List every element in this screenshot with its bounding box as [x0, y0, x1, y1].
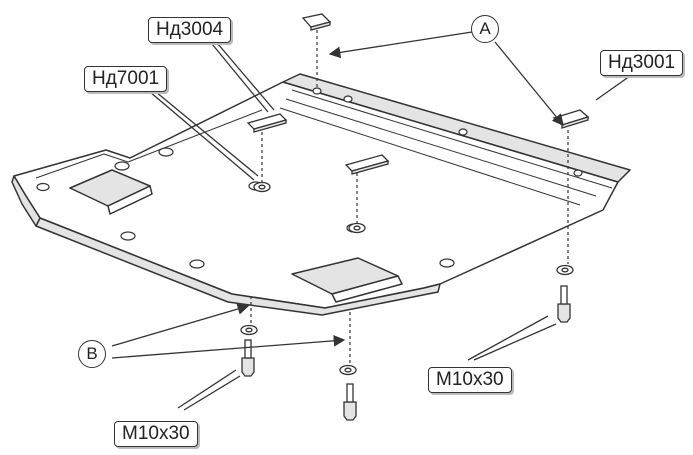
bolt-label-left: M10x30: [114, 421, 198, 447]
washers: [240, 181, 574, 376]
callout-b: B: [78, 340, 106, 368]
assembly-axes: [250, 30, 569, 364]
bolt-label-right: M10x30: [428, 367, 512, 393]
callout-a: A: [471, 15, 499, 43]
part-label-nd7001: Нд7001: [84, 66, 168, 92]
part-label-nd3004: Нд3004: [148, 17, 232, 43]
part-label-nd3001: Нд3001: [600, 50, 684, 76]
bolts: [241, 285, 571, 421]
leader-lines: [111, 31, 631, 411]
skid-plate: [11, 73, 631, 316]
